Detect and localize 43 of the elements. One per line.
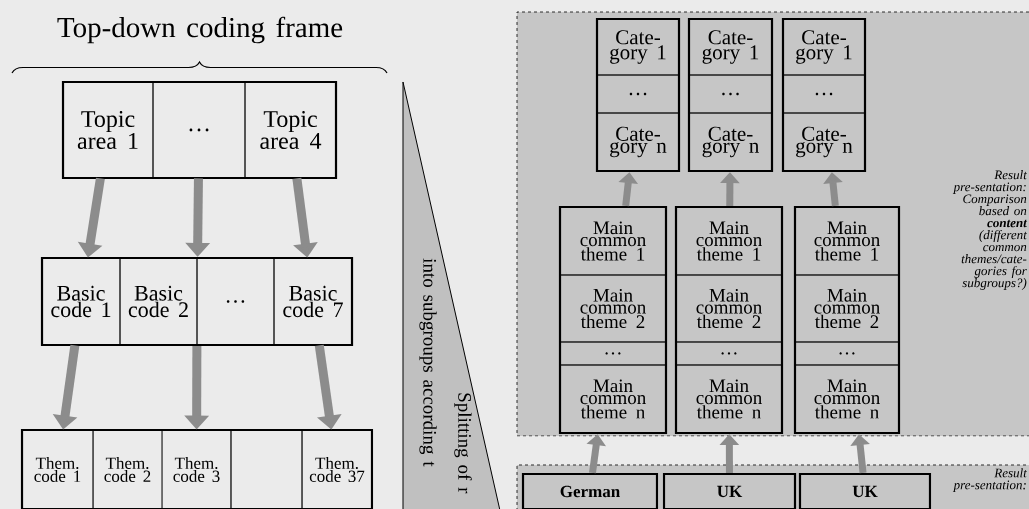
table-cell: … <box>559 341 667 366</box>
table-cell: Main common theme n <box>675 364 783 434</box>
heading: Top-down coding frame <box>57 16 343 44</box>
table-cell: Them. code 3 <box>161 429 232 509</box>
rotated-caption: Splitting of r <box>454 393 472 494</box>
table-cell <box>230 429 303 509</box>
table-cell: Them. code 37 <box>301 429 373 509</box>
table-cell: … <box>688 74 773 114</box>
table-cell: Main common theme n <box>559 364 667 434</box>
table-cell: … <box>596 74 680 114</box>
side-note: Result pre-sentation: Comparison based on content (different common themes/cate-gories for subgroups?) <box>952 170 1028 290</box>
table-cell: … <box>794 341 900 366</box>
rotated-caption: into subgroups according t <box>419 258 437 467</box>
dashed-panel <box>516 464 1029 509</box>
table-cell: Basic code 1 <box>41 257 121 346</box>
table-cell: Them. code 1 <box>21 429 94 509</box>
table-cell: … <box>196 257 275 346</box>
table-cell: Cate-gory n <box>596 112 680 172</box>
table-cell: Topic area 1 <box>62 81 154 179</box>
table-cell: Cate-gory 1 <box>782 18 866 76</box>
table-cell: Cate-gory n <box>688 112 773 172</box>
side-note: Result pre-sentation: <box>952 468 1028 492</box>
table-cell: Main common theme 1 <box>675 206 783 276</box>
table-cell: Them. code 2 <box>92 429 163 509</box>
dashed-panel <box>516 11 1029 437</box>
table-cell: … <box>675 341 783 366</box>
table-cell: Basic code 7 <box>273 257 353 346</box>
group-box: UK <box>798 472 932 509</box>
table-cell: Cate-gory 1 <box>688 18 773 76</box>
table-cell: Main common theme 2 <box>675 274 783 343</box>
table-cell: Main common theme n <box>794 364 900 434</box>
table-cell: … <box>782 74 866 114</box>
group-box: German <box>521 472 659 509</box>
table-cell: Basic code 2 <box>119 257 198 346</box>
table-cell: Topic area 4 <box>244 81 337 179</box>
table-cell: … <box>152 81 246 179</box>
table-cell: Main common theme 2 <box>559 274 667 343</box>
table-cell: Main common theme 1 <box>794 206 900 276</box>
table-cell: Cate-gory n <box>782 112 866 172</box>
table-cell: Main common theme 1 <box>559 206 667 276</box>
group-box: UK <box>662 472 797 509</box>
table-cell: Cate-gory 1 <box>596 18 680 76</box>
table-cell: Main common theme 2 <box>794 274 900 343</box>
